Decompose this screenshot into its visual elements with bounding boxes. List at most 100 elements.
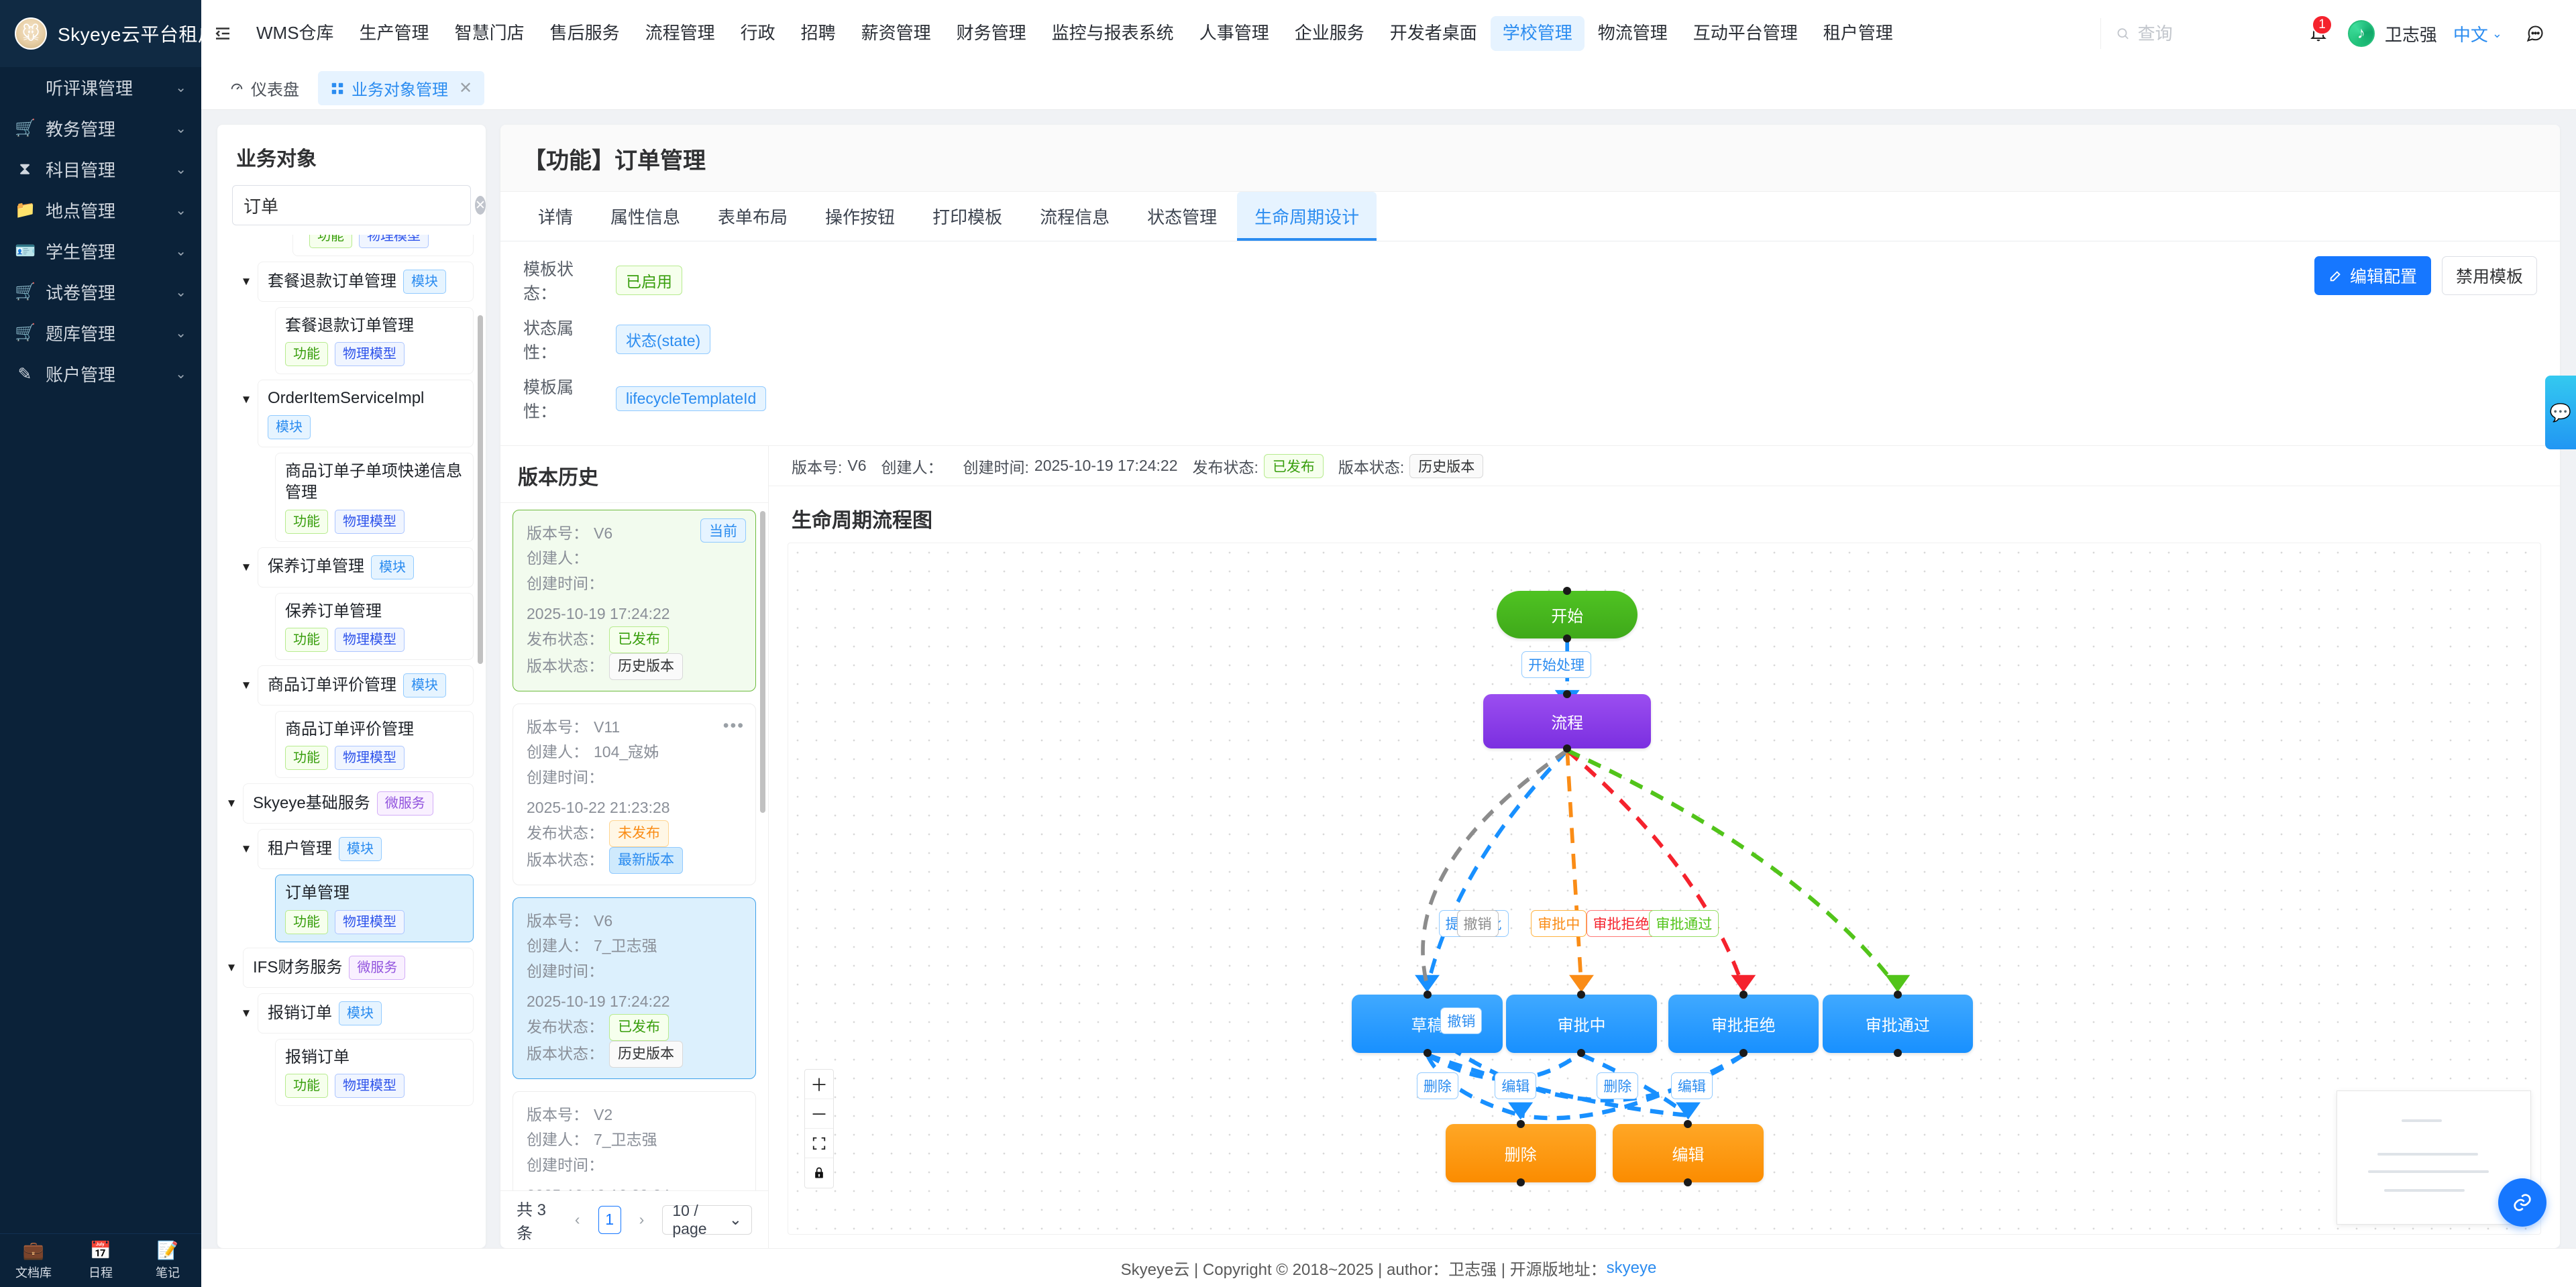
port-top[interactable]: [1516, 1119, 1525, 1128]
port-bottom[interactable]: [1893, 1048, 1902, 1057]
nav-item-7[interactable]: 薪资管理: [861, 23, 931, 44]
tab-2[interactable]: 表单布局: [718, 207, 788, 227]
tab-4[interactable]: 打印模板: [932, 207, 1003, 227]
tree-item[interactable]: 租户管理模块: [258, 829, 474, 870]
edit-config-button[interactable]: 编辑配置: [2314, 256, 2431, 295]
feedback-button[interactable]: [2512, 13, 2559, 54]
port-bottom[interactable]: [1684, 1178, 1693, 1186]
tree-item-selected[interactable]: 订单管理功能物理模型: [275, 875, 474, 942]
nav-item-12[interactable]: 开发者桌面: [1389, 23, 1477, 44]
tree-item[interactable]: 商品订单评价管理功能物理模型: [275, 710, 474, 779]
global-search[interactable]: [2100, 18, 2295, 49]
flow-node-proc[interactable]: 流程: [1483, 690, 1652, 752]
edge-label-7[interactable]: 删除: [1416, 1072, 1458, 1099]
tree-item[interactable]: 保养订单管理模块: [258, 547, 474, 587]
nav-item-8[interactable]: 财务管理: [956, 23, 1026, 44]
user-menu[interactable]: ♪ 卫志强: [2342, 18, 2444, 49]
tree-caret-icon[interactable]: [256, 1039, 271, 1052]
sidebar-item-7[interactable]: ✎账户管理⌄: [0, 353, 201, 394]
port-top[interactable]: [1893, 990, 1902, 999]
sidebar-bottom-0[interactable]: 💼文档库: [0, 1240, 67, 1281]
port-bottom[interactable]: [1739, 1048, 1748, 1057]
tree-caret-icon[interactable]: ▼: [225, 797, 237, 810]
tree-item[interactable]: Skyeye基础服务微服务: [243, 783, 474, 824]
port-bottom[interactable]: [1577, 1048, 1586, 1057]
footer-link[interactable]: skyeye: [1606, 1258, 1657, 1277]
flow-node-reject[interactable]: 审批拒绝: [1668, 990, 1819, 1057]
search-input[interactable]: [2137, 23, 2280, 44]
tree-item[interactable]: 套餐退款订单管理模块: [258, 262, 474, 302]
sidebar-item-1[interactable]: 🛒教务管理⌄: [0, 108, 201, 149]
close-icon[interactable]: ✕: [459, 79, 473, 97]
nav-item-3[interactable]: 售后服务: [549, 23, 620, 44]
edge-label-5[interactable]: 审批通过: [1649, 910, 1719, 938]
tree-item[interactable]: 套餐退款订单管理功能物理模型: [275, 307, 474, 375]
port-top[interactable]: [1739, 990, 1748, 999]
nav-item-6[interactable]: 招聘: [800, 23, 836, 44]
tree-item[interactable]: 报销订单模块: [258, 993, 474, 1033]
fit-view-button[interactable]: [805, 1129, 833, 1158]
clear-icon[interactable]: ✕: [475, 196, 486, 215]
tab-7[interactable]: 生命周期设计: [1237, 192, 1377, 241]
port-top[interactable]: [1684, 1119, 1693, 1128]
version-list-scrollbar[interactable]: [760, 511, 765, 813]
flow-node-pass[interactable]: 审批通过: [1822, 990, 1973, 1057]
pagination-page-1[interactable]: 1: [598, 1205, 621, 1234]
port-top[interactable]: [1563, 690, 1572, 699]
tree-caret-icon[interactable]: ▼: [225, 960, 237, 974]
tree-caret-icon[interactable]: ▼: [240, 842, 252, 856]
nav-item-11[interactable]: 企业服务: [1294, 23, 1364, 44]
port-top[interactable]: [1423, 990, 1432, 999]
more-options-icon[interactable]: •••: [722, 716, 745, 736]
edge-label-8[interactable]: 编辑: [1495, 1072, 1537, 1099]
tree-item[interactable]: 报销订单功能物理模型: [275, 1038, 474, 1107]
nav-item-1[interactable]: 生产管理: [359, 23, 429, 44]
lock-button[interactable]: [805, 1158, 833, 1188]
tree-caret-icon[interactable]: [256, 307, 271, 321]
port-bottom[interactable]: [1563, 634, 1572, 642]
business-object-search[interactable]: ✕: [232, 185, 486, 225]
notification-bell-button[interactable]: 1: [2295, 13, 2342, 54]
edge-label-6[interactable]: 撤销: [1440, 1007, 1483, 1035]
page-tab-0[interactable]: 仪表盘: [217, 71, 311, 105]
port-bottom[interactable]: [1423, 1048, 1432, 1057]
edge-label-10[interactable]: 编辑: [1670, 1072, 1713, 1099]
nav-item-10[interactable]: 人事管理: [1199, 23, 1269, 44]
nav-item-4[interactable]: 流程管理: [645, 23, 715, 44]
flow-node-start[interactable]: 开始: [1497, 586, 1638, 642]
floating-action-button[interactable]: [2498, 1178, 2546, 1227]
nav-item-15[interactable]: 互动平台管理: [1693, 23, 1798, 44]
tree-caret-icon[interactable]: ▼: [240, 393, 252, 406]
port-top[interactable]: [1577, 990, 1586, 999]
collapse-menu-icon[interactable]: [201, 23, 244, 44]
disable-template-button[interactable]: 禁用模板: [2441, 256, 2537, 295]
sidebar-bottom-1[interactable]: 📅日程: [67, 1240, 134, 1281]
tree-item[interactable]: IFS财务服务微服务: [243, 947, 474, 988]
tab-1[interactable]: 属性信息: [610, 207, 681, 227]
tree-item[interactable]: 商品订单评价管理模块: [258, 665, 474, 706]
nav-item-0[interactable]: WMS仓库: [256, 23, 334, 44]
pagination-prev[interactable]: ‹: [574, 1211, 580, 1228]
port-top[interactable]: [1563, 586, 1572, 595]
nav-item-2[interactable]: 智慧门店: [454, 23, 525, 44]
tree-scrollbar[interactable]: [478, 315, 483, 664]
sidebar-bottom-2[interactable]: 📝笔记: [134, 1240, 201, 1281]
sidebar-item-6[interactable]: 🛒题库管理⌄: [0, 313, 201, 353]
edge-label-4[interactable]: 审批拒绝: [1586, 910, 1656, 938]
flow-node-del[interactable]: 删除: [1445, 1119, 1596, 1186]
tree-caret-icon[interactable]: ▼: [240, 560, 252, 573]
tab-3[interactable]: 操作按钮: [825, 207, 896, 227]
tree-caret-icon[interactable]: ▼: [240, 1006, 252, 1019]
port-bottom[interactable]: [1516, 1178, 1525, 1186]
tree-item[interactable]: 功能物理模型: [292, 235, 474, 256]
flow-node-review[interactable]: 审批中: [1506, 990, 1657, 1057]
sidebar-item-4[interactable]: 🪪学生管理⌄: [0, 231, 201, 272]
sidebar-item-3[interactable]: 📁地点管理⌄: [0, 190, 201, 231]
sidebar-item-0[interactable]: 听评课管理⌄: [0, 67, 201, 108]
